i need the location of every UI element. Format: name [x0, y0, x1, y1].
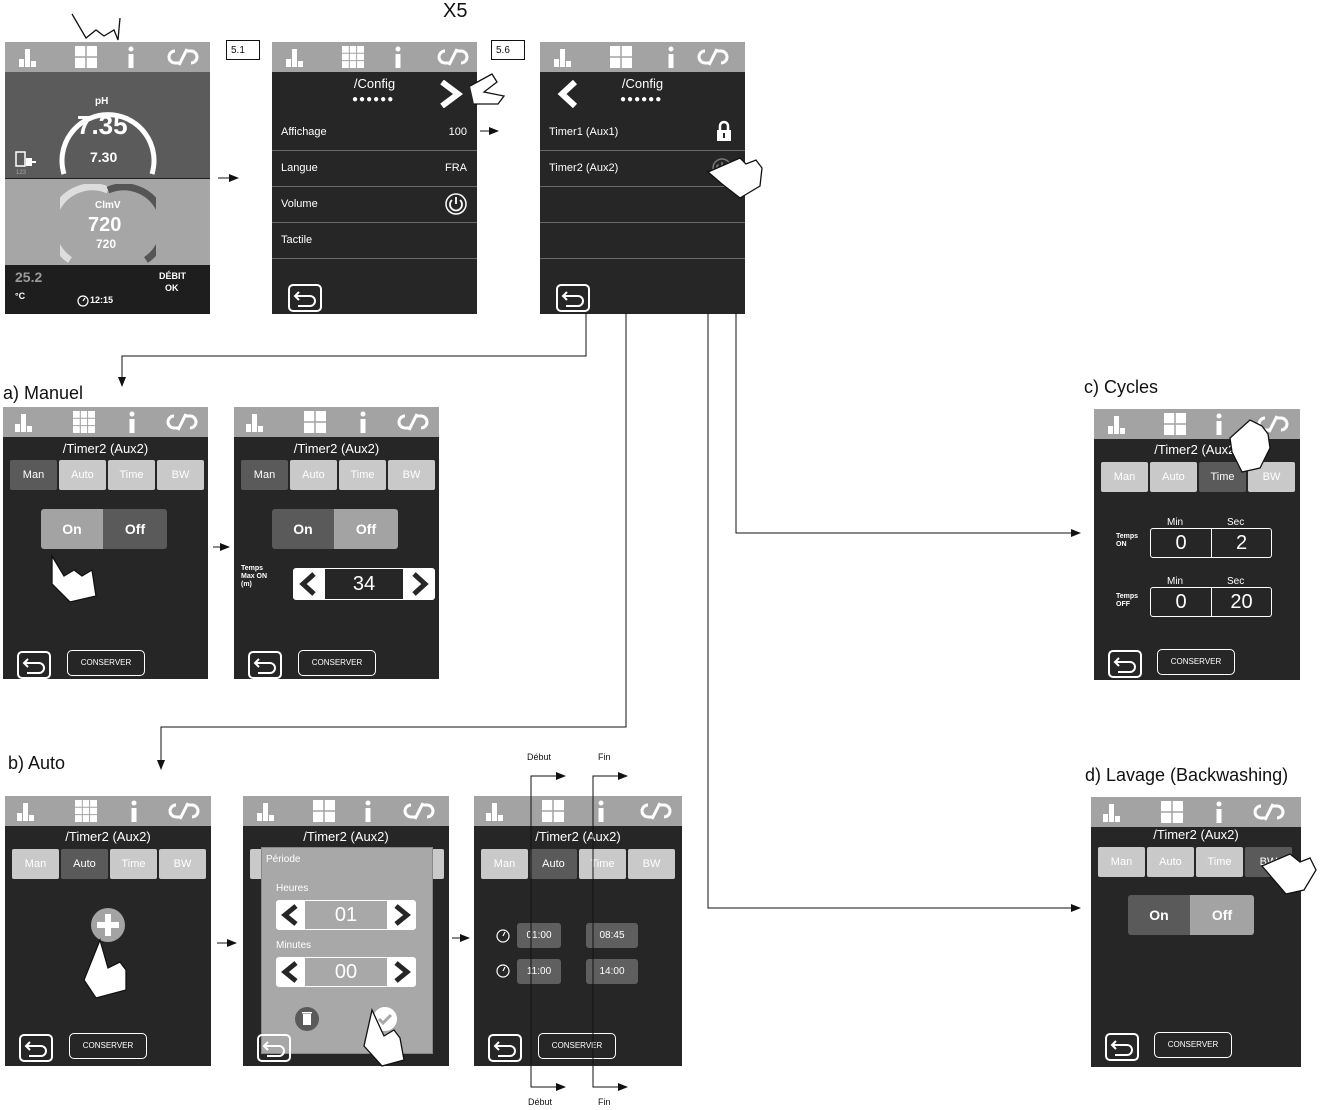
hand-pointer-icons: [52, 14, 1316, 1066]
